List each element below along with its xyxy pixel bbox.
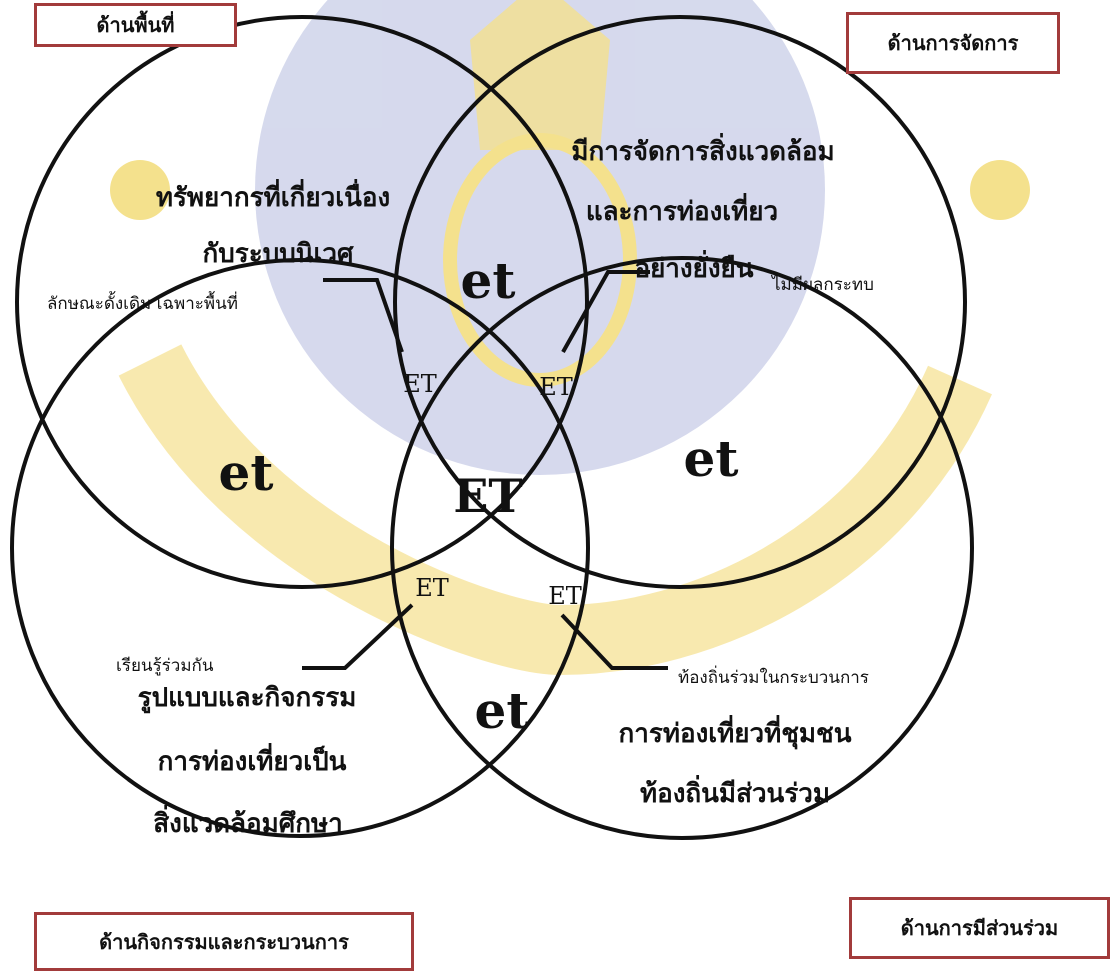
label-management: ด้านการจัดการ bbox=[887, 31, 1019, 55]
activity-heading-line2: การท่องเที่ยวเป็น bbox=[158, 742, 347, 777]
marker-overlap-lower-right: ET bbox=[548, 582, 582, 610]
activity-heading-line3: สิ่งแวดล้อมศึกษา bbox=[153, 804, 342, 839]
marker-overlap-upper-left: ET bbox=[403, 370, 437, 398]
participation-heading-line1: การท่องเที่ยวที่ชุมชน bbox=[619, 714, 852, 750]
activity-note: เรียนรู้ร่วมกัน bbox=[116, 656, 214, 676]
circle-activity bbox=[10, 258, 590, 838]
marker-et-right: et bbox=[684, 429, 739, 488]
marker-overlap-lower-left: ET bbox=[415, 574, 449, 602]
marker-et-left: et bbox=[219, 443, 274, 502]
marker-overlap-upper-right: ET bbox=[539, 373, 573, 401]
seal-flower-left bbox=[110, 160, 170, 220]
label-area-box: ด้านพื้นที่ bbox=[34, 3, 237, 47]
leader-line-upper-right bbox=[561, 270, 650, 353]
label-participation-box: ด้านการมีส่วนร่วม bbox=[849, 897, 1110, 959]
area-note: ลักษณะดั้งเดิม เฉพาะพื้นที่ bbox=[47, 291, 238, 314]
leader-line-lower-right bbox=[560, 613, 668, 670]
management-heading-line3: อย่างยั่งยืน bbox=[634, 249, 753, 284]
area-heading-line1: ทรัพยากรที่เกี่ยวเนื่อง bbox=[156, 178, 390, 213]
circle-participation bbox=[390, 256, 974, 840]
management-note: ไม่มีผลกระทบ bbox=[770, 274, 874, 295]
activity-heading-line1: รูปแบบและกิจกรรม bbox=[138, 683, 357, 714]
marker-et-top: et bbox=[461, 251, 516, 310]
management-heading-line2: และการท่องเที่ยว bbox=[586, 192, 778, 227]
seal-crown bbox=[470, 0, 610, 150]
marker-center: ET bbox=[453, 469, 522, 523]
label-activity: ด้านกิจกรรมและกระบวนการ bbox=[99, 929, 349, 954]
leader-line-lower-left bbox=[302, 603, 414, 670]
leader-line-upper-left bbox=[323, 278, 404, 353]
circle-management bbox=[393, 15, 967, 589]
university-seal-watermark bbox=[110, 0, 1030, 676]
label-participation: ด้านการมีส่วนร่วม bbox=[900, 916, 1059, 940]
seal-disc bbox=[255, 0, 825, 475]
participation-note: ท้องถิ่นร่วมในกระบวนการ bbox=[678, 665, 869, 688]
circle-area bbox=[15, 15, 589, 589]
label-activity-box: ด้านกิจกรรมและกระบวนการ bbox=[34, 912, 414, 971]
label-management-box: ด้านการจัดการ bbox=[846, 12, 1060, 74]
seal-ornament bbox=[443, 133, 637, 387]
participation-heading-line2: ท้องถิ่นมีส่วนร่วม bbox=[640, 774, 830, 809]
management-heading-line1: มีการจัดการสิ่งแวดล้อม bbox=[571, 132, 834, 167]
seal-arc-band bbox=[118, 343, 992, 676]
label-area: ด้านพื้นที่ bbox=[96, 13, 175, 37]
seal-flower-right bbox=[970, 160, 1030, 220]
marker-et-bottom: et bbox=[475, 681, 530, 740]
area-heading-line2: กับระบบนิเวศ bbox=[203, 239, 354, 269]
